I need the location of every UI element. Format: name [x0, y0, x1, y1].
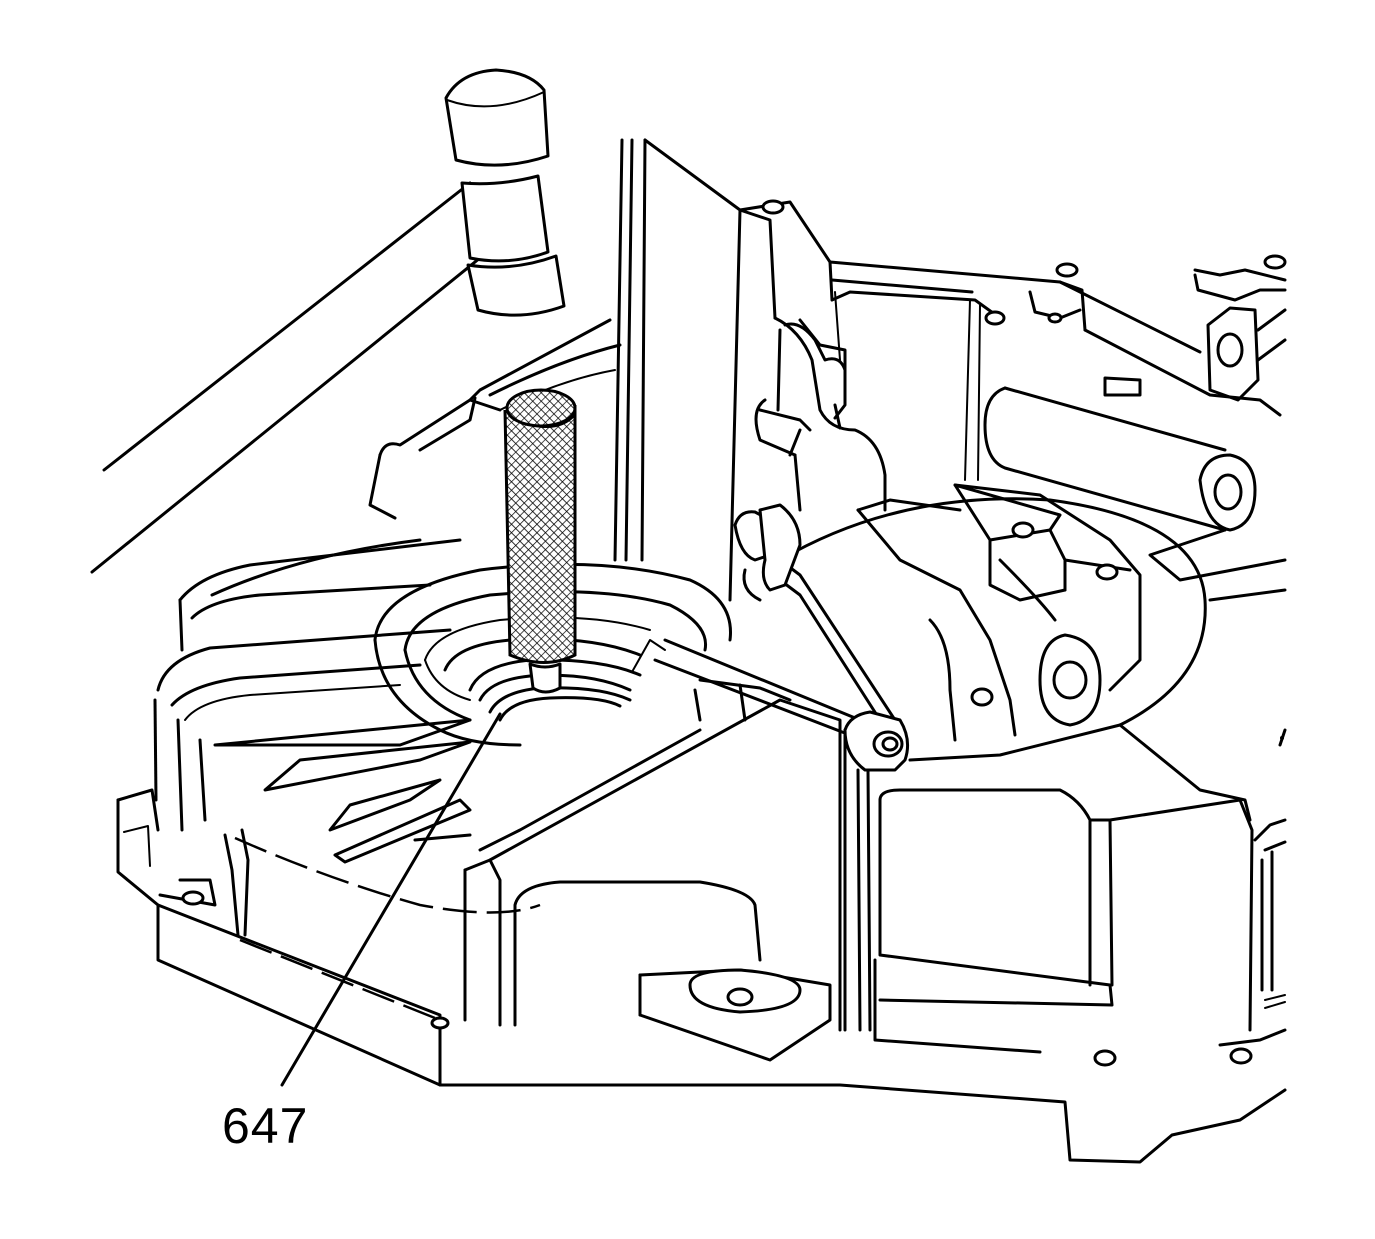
transmission-case	[116, 138, 1287, 1164]
callout-leader-line	[280, 712, 502, 1087]
hammer	[90, 68, 566, 574]
callout-label-647: 647	[222, 1098, 309, 1154]
seal-installer-tool	[503, 388, 577, 694]
